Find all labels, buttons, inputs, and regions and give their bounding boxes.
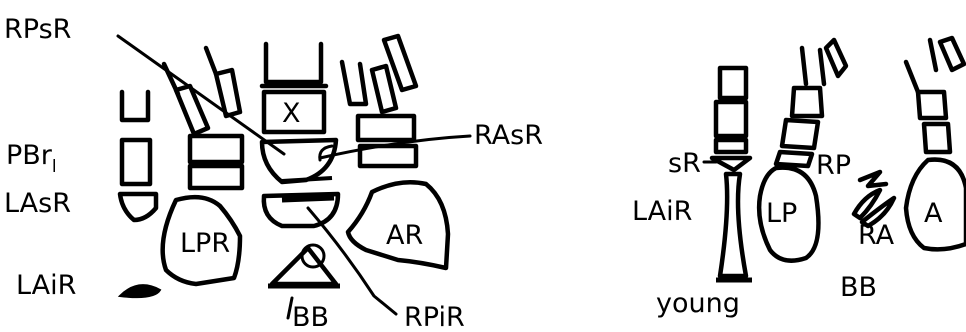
label-rpsr: RPsR [4,14,71,45]
a-rod-2 [924,124,950,152]
central-upper-element [266,44,321,82]
label-rpir: RPiR [404,302,465,332]
sr-upper-block-2 [716,102,746,136]
lp-rod-top-2 [820,50,824,84]
label-a: A [924,198,943,229]
label-x: X [282,98,301,129]
label-ra: RA [858,220,895,251]
pbr-block [122,140,150,184]
left-ray-rod-2 [176,86,208,134]
left-ray-rod-4 [206,48,216,74]
label-lasr-left: LAsR [4,188,71,219]
lair-right-element [720,174,746,276]
lp-rod-top-1 [802,48,806,84]
right-ray-rod-2 [372,66,396,112]
right-ray-rod-1 [342,62,366,104]
lp-rod-3 [776,152,812,166]
pbr-upper-rod [122,92,148,120]
sr-upper-block-1 [720,68,746,98]
sr-element [712,158,750,170]
bb-left-element [272,248,336,284]
right-figure: sR LAiR LP RP RA A BB young [632,38,966,319]
lair-left-element [120,285,160,297]
rp-element [860,172,886,186]
label-rasr: RAsR [474,120,543,151]
label-lp: LP [766,198,797,229]
right-ray-block-1 [358,116,414,140]
left-figure: RPsR PBrl LAsR LAiR X LPR AR RAsR BB RPi… [4,14,543,332]
label-ar: AR [386,220,423,251]
a-rod-top-3 [940,38,964,70]
label-lpr: LPR [180,228,230,259]
sr-upper-block-3 [716,140,746,152]
label-pbr: PBrl [6,140,57,177]
a-rod-top-1 [906,62,918,92]
rpsr-base-line [282,178,332,181]
label-bb-right: BB [840,272,877,303]
label-young: young [656,288,740,319]
a-rod-1 [918,92,946,118]
lp-rod-top-3 [826,40,846,76]
left-ray-block-1 [190,136,242,162]
left-ray-block-2 [190,166,242,188]
label-lair-left: LAiR [16,270,76,301]
label-pbr-main: PBr [6,140,53,171]
lasr-element [120,194,156,220]
label-sr: sR [668,148,701,179]
lp-rod-2 [782,120,818,148]
rpir-base-line [282,198,334,200]
lp-rod-1 [792,88,822,116]
label-pbr-sub: l [52,157,57,177]
label-lair-right: LAiR [632,196,692,227]
a-rod-top-2 [930,40,936,70]
label-rp: RP [816,150,851,181]
label-bb-left: BB [292,302,329,332]
